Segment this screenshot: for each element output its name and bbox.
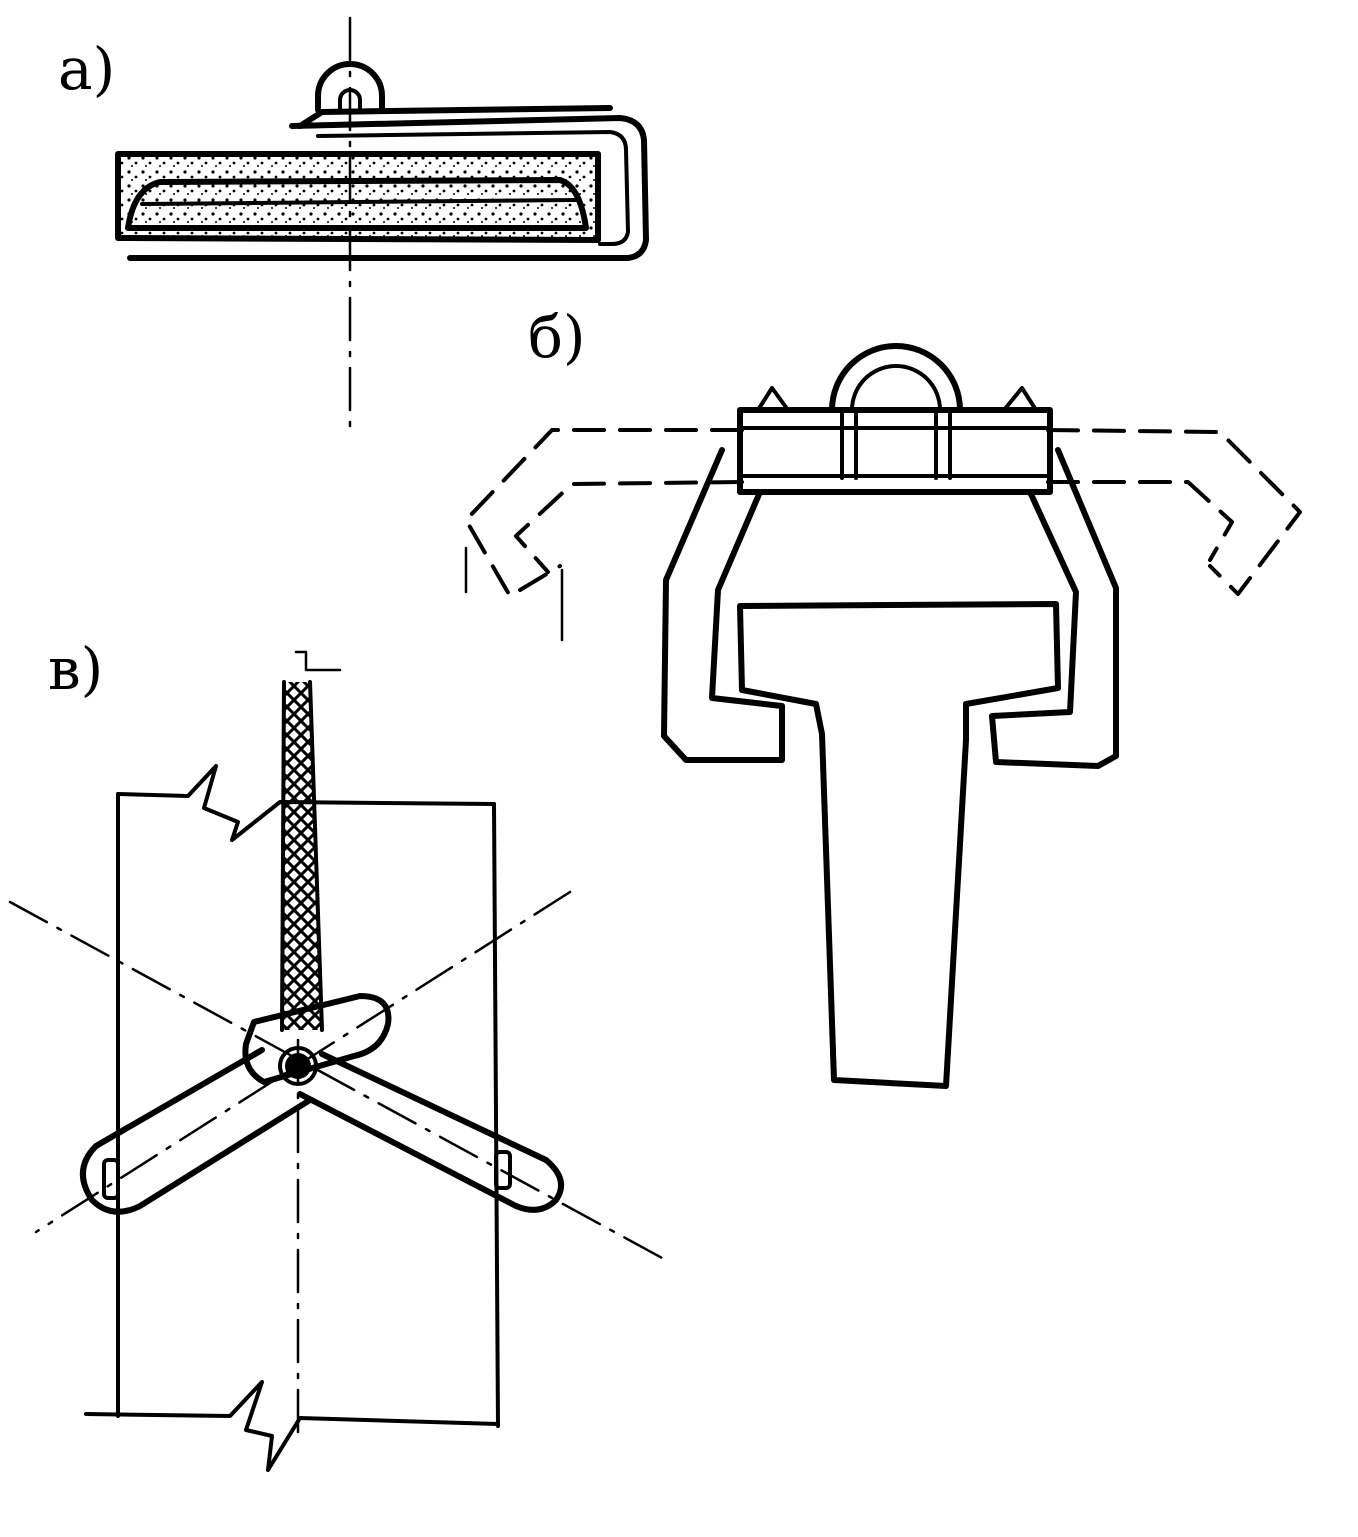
panel-b-eye-inner [850,364,942,412]
panel-c-column-right-edge [492,802,500,1428]
panel-b-right-tooth [1002,386,1038,412]
panel-c-right-arm-slot [494,1150,512,1190]
panel-label-a: а) [58,35,116,103]
panel-c-bottom-break-line [84,1380,500,1472]
panel-c-top-break-line [116,764,496,842]
panel-b-dashed-arm-left-inner [514,480,744,574]
panel-a-lifting-eye [315,61,385,113]
panel-a-hook-tip [297,105,613,129]
panel-b-lifting-eye [829,343,963,413]
panel-label-c: в) [48,635,104,703]
panel-a-clamp-drawing [115,16,649,437]
panel-a-plank-ridge [140,198,578,206]
panel-label-b: б) [528,303,586,371]
panel-c-pivot-pin [285,1053,311,1079]
panel-b-dashed-arm-left-outer [464,428,744,598]
panel-b-t-beam [737,601,1061,1089]
panel-b-tbeam-grip-drawing [464,343,1302,1089]
panel-b-right-claw [989,447,1119,769]
panel-a-plank-outline [115,151,601,243]
panel-b-dashed-arm-right-inner [1046,480,1234,562]
panel-c-left-arm-slot [102,1158,120,1200]
panel-a-plank-recess [125,177,589,231]
panel-b-left-claw [661,447,785,763]
panel-a-hook-outer [127,115,649,261]
panel-a-eye-hole [338,88,362,112]
panel-a-hook-inner [316,130,630,246]
panel-b-dashed-arm-right-outer [1046,428,1302,596]
panel-c-column-grip-drawing [8,650,664,1472]
panel-c-rope-outline [280,680,324,1032]
panel-c-rope-tip [294,650,342,672]
panel-c-right-arm [297,1051,565,1213]
panel-c-crossbar [242,993,392,1085]
panel-b-header-bar [737,407,1053,495]
panel-c-left-arm [79,1047,313,1215]
panel-c-diagonal-axis-1 [8,900,664,1260]
panel-b-left-tooth [756,386,790,412]
